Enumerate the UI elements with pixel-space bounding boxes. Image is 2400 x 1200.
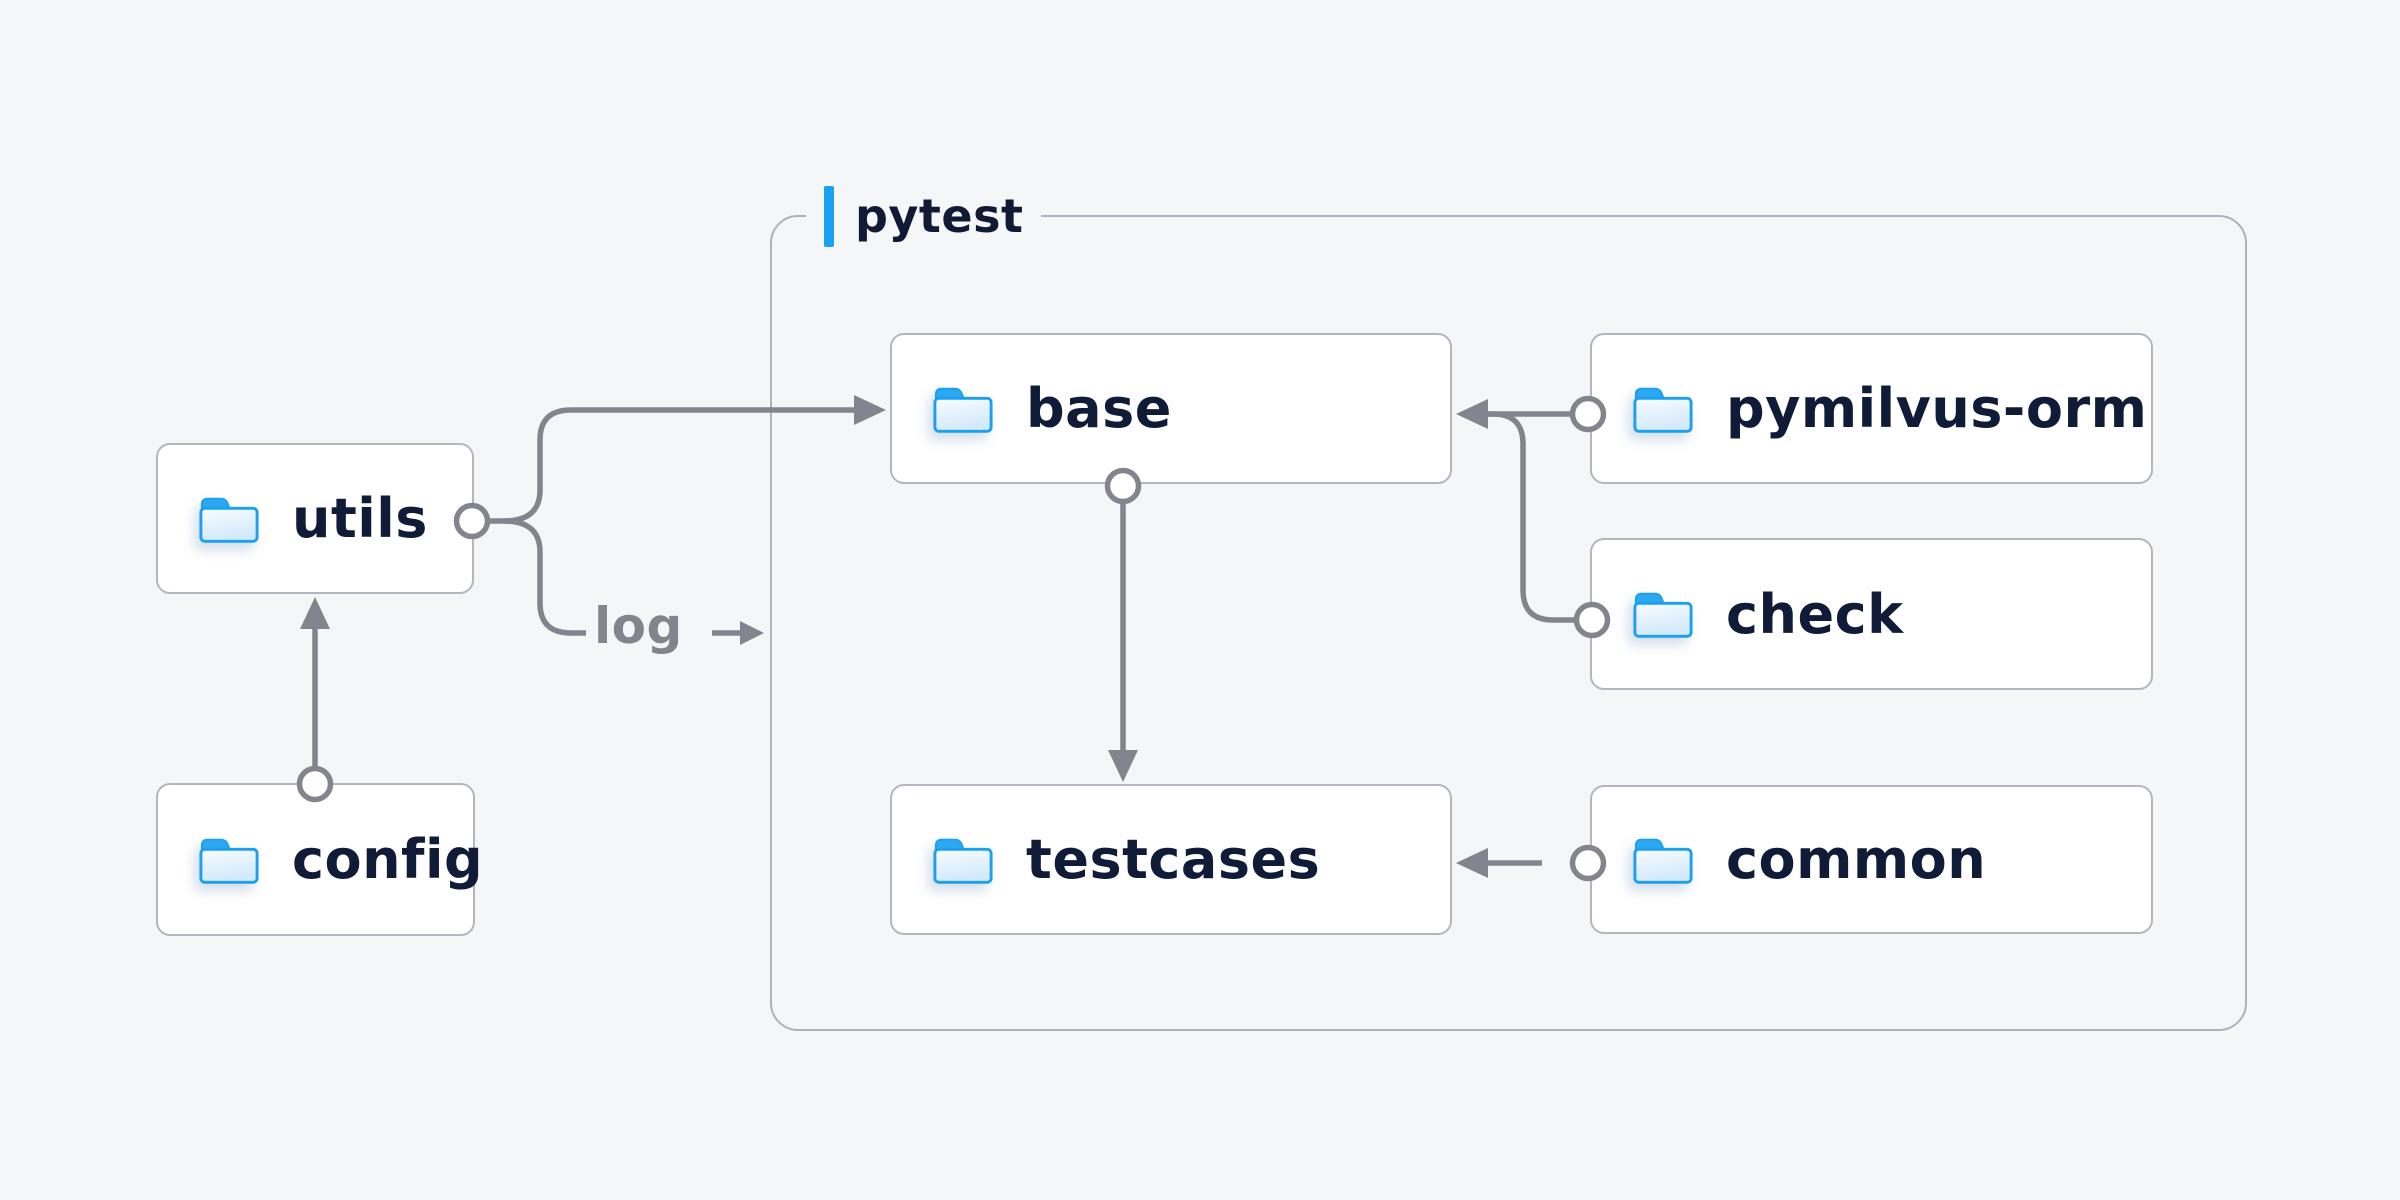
pytest-group-label-text: pytest [855,189,1024,243]
node-config: config [156,783,483,936]
folder-icon [933,838,993,884]
pytest-group-label: pytest [806,184,1042,248]
node-label: common [1726,828,1987,891]
node-label: testcases [1026,828,1321,891]
node-check: check [1590,538,2153,690]
accent-bar [824,185,834,247]
folder-icon [933,387,993,433]
folder-icon [1633,592,1693,638]
node-label: base [1026,377,1172,440]
folder-icon [1633,838,1693,884]
node-label: check [1726,582,1904,646]
node-label: config [292,828,484,891]
node-utils: utils [156,443,474,594]
edge-config-utils [296,597,334,803]
node-common: common [1590,785,2153,934]
folder-icon [199,838,259,884]
node-label: utils [292,487,428,550]
log-edge-label: log [594,597,683,655]
node-base: base [890,333,1452,484]
node-pymilvus-orm: pymilvus-orm [1590,333,2153,484]
pytest-group-container [770,215,2247,1031]
folder-icon [1633,387,1693,433]
node-testcases: testcases [890,784,1452,935]
node-label: pymilvus-orm [1726,377,2148,440]
folder-icon [199,497,259,543]
